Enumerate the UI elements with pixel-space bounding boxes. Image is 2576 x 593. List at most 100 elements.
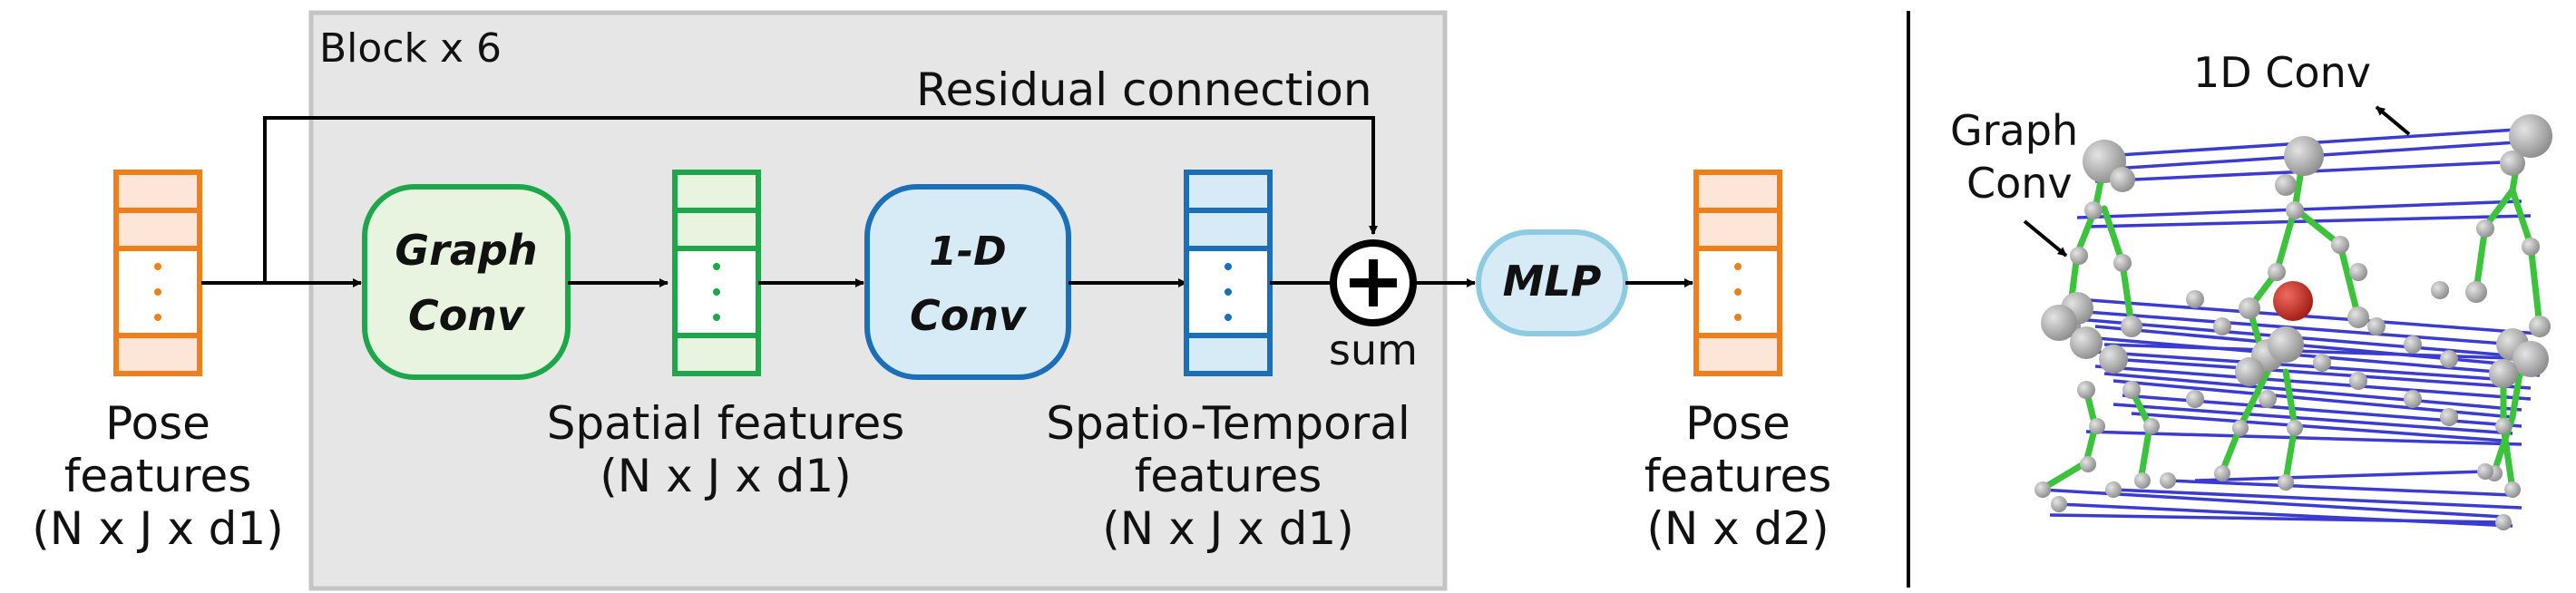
- joint-sphere: [2051, 496, 2067, 512]
- spatial-edge: [2482, 187, 2516, 230]
- joint-sphere: [2509, 114, 2552, 158]
- joint-sphere: [2160, 472, 2176, 489]
- input-label: Pose features (N x J x d1): [32, 397, 283, 555]
- graph-conv-annotation-line2: Conv: [1966, 159, 2073, 208]
- output-stack-ellipsis-dot: [1734, 314, 1742, 321]
- spatiotemporal-label-line1: Spatio-Temporal: [1046, 397, 1410, 450]
- joint-sphere: [2232, 420, 2249, 436]
- temporal-edge: [2049, 513, 2504, 524]
- temporal-edge: [2131, 412, 2504, 442]
- joint-sphere: [2495, 514, 2512, 530]
- output-feature-stack: [1693, 170, 1782, 376]
- output-label-line1: Pose: [1685, 397, 1791, 450]
- spatial-feature-stack: [672, 170, 761, 376]
- joint-sphere: [2077, 381, 2095, 399]
- joint-sphere: [2239, 297, 2260, 319]
- input-label-line1: Pose: [105, 397, 210, 450]
- sum-label: sum: [1329, 326, 1418, 374]
- joint-sphere: [2284, 136, 2324, 176]
- joint-sphere: [2134, 472, 2151, 489]
- joint-sphere: [2070, 247, 2088, 265]
- temporal-edge: [2167, 479, 2513, 497]
- block-label: Block x 6: [319, 25, 502, 72]
- joint-sphere: [2500, 151, 2525, 176]
- spatial-edge: [2282, 368, 2298, 430]
- spatial-stack-ellipsis-dot: [713, 314, 720, 321]
- temporal-edge: [2194, 470, 2486, 482]
- temporal-edge: [2113, 357, 2532, 390]
- output-label-line3: (N x d2): [1646, 502, 1829, 555]
- joint-sphere: [2331, 236, 2349, 254]
- joint-sphere: [2110, 167, 2135, 192]
- joint-sphere: [2522, 238, 2540, 256]
- joint-sphere: [2286, 201, 2304, 219]
- joint-sphere: [2041, 305, 2077, 341]
- joint-sphere: [2313, 354, 2331, 372]
- conv1d-annotation: 1D Conv: [2193, 48, 2371, 97]
- joint-sphere: [2105, 481, 2122, 498]
- temporal-edge: [2113, 488, 2522, 510]
- joint-sphere: [2122, 381, 2141, 399]
- spatial-edge: [2273, 205, 2298, 276]
- spatial-stack-ellipsis-dot: [713, 288, 720, 296]
- joint-sphere: [2440, 350, 2458, 368]
- joint-sphere: [2477, 463, 2493, 480]
- st-stack-ellipsis-dot: [1225, 288, 1232, 296]
- joint-sphere: [2404, 390, 2422, 408]
- highlight-joint-sphere: [2273, 281, 2313, 321]
- temporal-edge: [2085, 310, 2541, 348]
- spatial-label-line1: Spatial features: [547, 397, 905, 450]
- conv1d-label-line2: Conv: [910, 291, 1028, 340]
- input-stack-ellipsis-dot: [154, 288, 161, 296]
- graph-conv-pointer: [2023, 219, 2068, 258]
- joint-sphere: [2278, 474, 2294, 491]
- joint-sphere: [2186, 290, 2204, 308]
- temporal-edge: [2103, 343, 2541, 361]
- spatial-edge: [2527, 241, 2543, 330]
- temporal-edge: [2103, 372, 2522, 412]
- spatial-edge: [2509, 187, 2534, 248]
- joint-sphere: [2268, 263, 2286, 281]
- graph-conv-label-line2: Conv: [408, 291, 526, 340]
- joint-sphere: [2070, 326, 2103, 359]
- spatiotemporal-graph-illustration: [2034, 114, 2552, 530]
- temporal-edge: [2076, 297, 2541, 335]
- temporal-edge: [2094, 350, 2522, 383]
- joint-sphere: [2404, 335, 2422, 354]
- joint-sphere: [2235, 357, 2264, 386]
- temporal-edge: [2085, 430, 2522, 446]
- joint-sphere: [2259, 390, 2277, 408]
- joint-sphere: [2495, 418, 2512, 434]
- output-label-line2: features: [1644, 450, 1832, 502]
- st-stack-ellipsis-dot: [1225, 314, 1232, 321]
- conv1d-pointer: [2375, 105, 2411, 136]
- joint-sphere: [2476, 219, 2494, 238]
- temporal-edge: [2085, 335, 2541, 377]
- spatial-edge: [2137, 423, 2153, 484]
- spatiotemporal-feature-stack: [1184, 170, 1273, 376]
- spatiotemporal-label-line3: (N x J x d1): [1102, 502, 1353, 555]
- temporal-edge: [2094, 365, 2532, 401]
- joint-sphere: [2089, 418, 2105, 434]
- spatial-edge: [2237, 368, 2271, 430]
- joint-sphere: [2121, 316, 2142, 337]
- joint-sphere: [2268, 326, 2304, 363]
- output-stack-ellipsis-dot: [1734, 263, 1742, 270]
- input-stack-ellipsis-dot: [154, 314, 161, 321]
- input-feature-stack: [113, 170, 202, 376]
- spatial-edge: [2337, 241, 2362, 321]
- spatiotemporal-label-line2: features: [1135, 450, 1322, 502]
- joint-sphere: [2513, 341, 2549, 377]
- temporal-edge: [2094, 325, 2532, 368]
- input-label-line3: (N x J x d1): [32, 502, 283, 555]
- joint-sphere: [2213, 317, 2231, 335]
- joint-sphere: [2214, 465, 2230, 481]
- joint-sphere: [2367, 317, 2386, 335]
- joint-sphere: [2489, 359, 2518, 388]
- joint-sphere: [2287, 420, 2303, 436]
- st-stack-ellipsis-dot: [1225, 263, 1232, 270]
- spatial-edge: [2101, 205, 2126, 267]
- joint-sphere: [2099, 345, 2128, 374]
- mlp-label: MLP: [1503, 257, 1602, 306]
